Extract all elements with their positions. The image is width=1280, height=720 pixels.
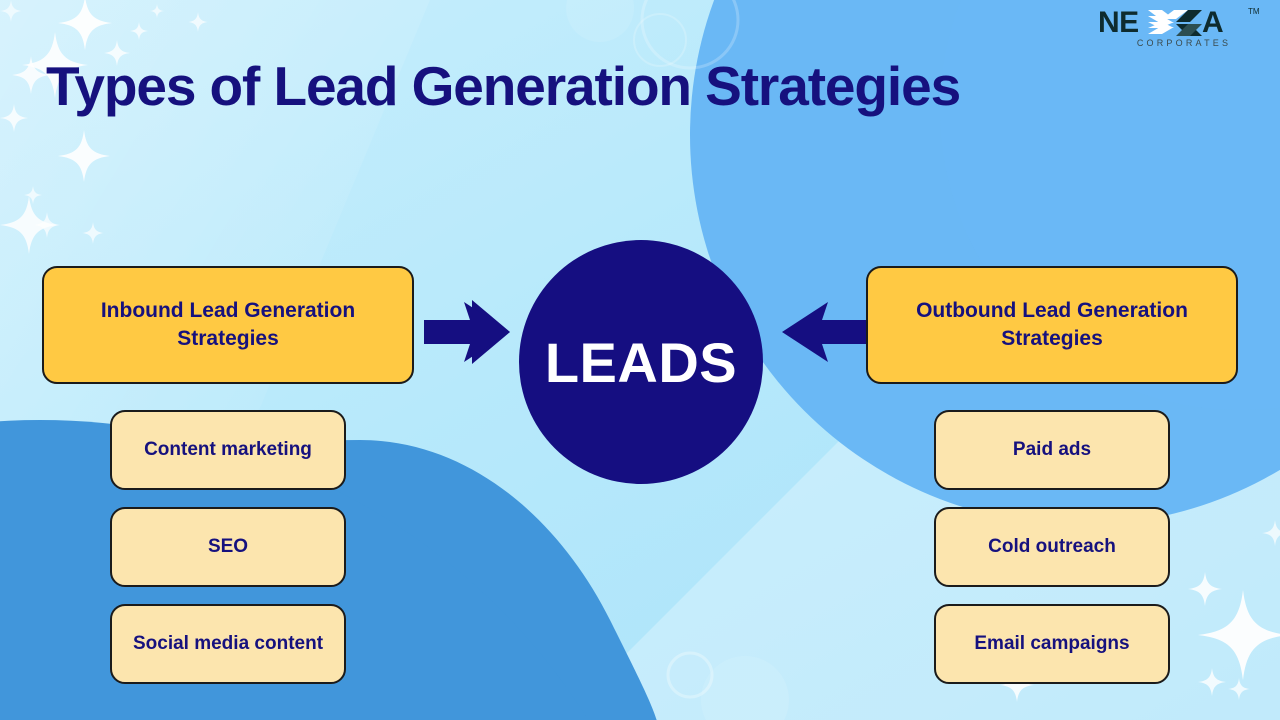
arrow-right-icon	[424, 300, 510, 364]
bubble-outline-3	[666, 651, 714, 699]
nexxa-logo-icon: NE A TM CORPORATES	[1098, 6, 1260, 48]
bubble-outline-2	[633, 13, 687, 67]
logo-tagline: CORPORATES	[1137, 38, 1231, 48]
logo-trademark: TM	[1248, 7, 1260, 16]
page-title: Types of Lead Generation Strategies	[46, 55, 961, 117]
logo-chevron-x-icon	[1148, 10, 1202, 36]
outbound-item-cold-outreach[interactable]: Cold outreach	[934, 507, 1170, 587]
inbound-item-seo[interactable]: SEO	[110, 507, 346, 587]
logo-letters-ne: NE	[1098, 6, 1139, 39]
leads-hub: LEADS	[519, 240, 763, 484]
inbound-item-content-marketing[interactable]: Content marketing	[110, 410, 346, 490]
outbound-item-paid-ads[interactable]: Paid ads	[934, 410, 1170, 490]
outbound-item-email-campaigns[interactable]: Email campaigns	[934, 604, 1170, 684]
inbound-heading-box[interactable]: Inbound Lead Generation Strategies	[42, 266, 414, 384]
leads-label: LEADS	[544, 330, 738, 394]
bubble-fill-2	[701, 656, 789, 720]
bubble-outline-1	[640, 0, 740, 70]
bubble-fill-1	[566, 0, 634, 42]
outbound-heading-box[interactable]: Outbound Lead Generation Strategies	[866, 266, 1238, 384]
logo-letters-a: A	[1202, 6, 1224, 39]
brand-logo: NE A TM CORPORATES	[1096, 4, 1272, 50]
inbound-item-social-media-content[interactable]: Social media content	[110, 604, 346, 684]
arrow-left-icon	[782, 302, 868, 362]
